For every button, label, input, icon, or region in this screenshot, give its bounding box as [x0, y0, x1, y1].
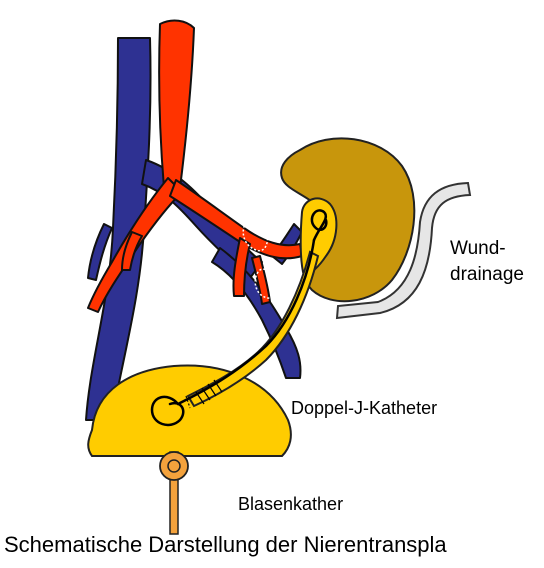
wound-drainage-label-line1: Wund-: [450, 236, 524, 262]
diagram-caption: Schematische Darstellung der Nierentrans…: [4, 532, 447, 558]
bladder-catheter: [160, 452, 188, 534]
vein: [86, 38, 302, 420]
wound-drainage-label-line2: drainage: [450, 262, 524, 288]
wound-drainage-label: Wund- drainage: [450, 236, 524, 288]
double-j-catheter-label: Doppel-J-Katheter: [291, 398, 437, 419]
catheter-balloon: [160, 452, 188, 480]
bladder-catheter-label: Blasenkather: [238, 494, 343, 515]
aorta: [159, 21, 194, 188]
